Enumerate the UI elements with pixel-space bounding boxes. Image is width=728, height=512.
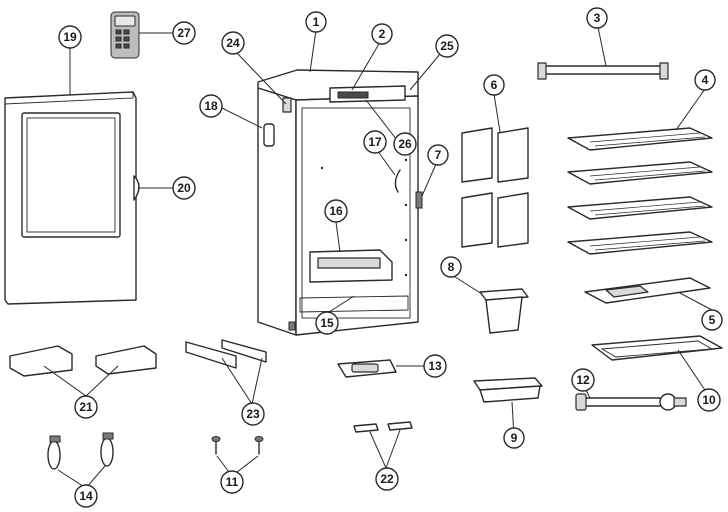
cooking-racks bbox=[567, 127, 713, 255]
callout-19-label: 19 bbox=[63, 30, 77, 44]
callout-22-label: 22 bbox=[380, 472, 394, 486]
callout-1-label: 1 bbox=[313, 15, 320, 29]
callout-10-label: 10 bbox=[702, 393, 716, 407]
callout-21: 21 bbox=[74, 395, 98, 419]
water-bowl bbox=[473, 377, 543, 403]
callout-3-label: 3 bbox=[594, 11, 601, 25]
grease-cup bbox=[479, 288, 529, 334]
callout-9-label: 9 bbox=[511, 431, 518, 445]
callout-6-label: 6 bbox=[491, 78, 498, 92]
callout-5: 5 bbox=[701, 309, 723, 331]
callout-14: 14 bbox=[74, 484, 98, 508]
callout-15: 15 bbox=[315, 311, 339, 335]
callout-13-label: 13 bbox=[428, 359, 442, 373]
door-latch bbox=[575, 393, 687, 411]
callout-17-label: 17 bbox=[368, 135, 382, 149]
drip-tray bbox=[591, 335, 723, 361]
callout-23-label: 23 bbox=[246, 407, 260, 421]
callout-22: 22 bbox=[375, 467, 399, 491]
callout-1: 1 bbox=[305, 11, 327, 33]
callout-12-label: 12 bbox=[576, 373, 590, 387]
callout-20: 20 bbox=[172, 176, 196, 200]
callout-2-label: 2 bbox=[379, 27, 386, 41]
callout-13: 13 bbox=[423, 354, 447, 378]
callout-27-label: 27 bbox=[177, 26, 191, 40]
casters bbox=[47, 432, 114, 470]
callout-4: 4 bbox=[694, 69, 716, 91]
water-pan bbox=[584, 277, 711, 304]
callout-5-label: 5 bbox=[709, 313, 716, 327]
rack-bracket bbox=[537, 62, 669, 80]
callout-16: 16 bbox=[324, 199, 348, 223]
callout-27: 27 bbox=[172, 21, 196, 45]
callout-18: 18 bbox=[199, 94, 223, 118]
callout-23: 23 bbox=[241, 402, 265, 426]
callout-7: 7 bbox=[427, 144, 449, 166]
callout-24: 24 bbox=[221, 31, 245, 55]
callout-3: 3 bbox=[586, 7, 608, 29]
callout-25: 25 bbox=[435, 34, 459, 58]
door bbox=[4, 91, 140, 305]
callout-18-label: 18 bbox=[204, 99, 218, 113]
screws bbox=[211, 436, 264, 455]
callout-19: 19 bbox=[58, 25, 82, 49]
callout-14-label: 14 bbox=[79, 489, 93, 503]
clips bbox=[353, 421, 413, 433]
legs bbox=[9, 345, 157, 377]
callout-15-label: 15 bbox=[320, 316, 334, 330]
callout-2: 2 bbox=[371, 23, 393, 45]
callout-6: 6 bbox=[483, 74, 505, 96]
chip-tray bbox=[337, 359, 397, 378]
callout-24-label: 24 bbox=[226, 36, 240, 50]
callout-10: 10 bbox=[697, 388, 721, 412]
side-brackets bbox=[185, 339, 267, 369]
callout-11-label: 11 bbox=[226, 475, 239, 489]
callout-20-label: 20 bbox=[177, 181, 191, 195]
callout-9: 9 bbox=[503, 427, 525, 449]
callout-16-label: 16 bbox=[329, 204, 343, 218]
remote-control bbox=[110, 11, 140, 59]
callout-17: 17 bbox=[363, 130, 387, 154]
callout-12: 12 bbox=[571, 368, 595, 392]
callout-7-label: 7 bbox=[435, 148, 442, 162]
callout-25-label: 25 bbox=[440, 39, 454, 53]
callout-26-label: 26 bbox=[398, 137, 412, 151]
callout-4-label: 4 bbox=[702, 73, 709, 87]
callout-21-label: 21 bbox=[79, 400, 93, 414]
smoker-cabinet bbox=[257, 69, 423, 336]
callout-8: 8 bbox=[440, 256, 462, 278]
rack-supports bbox=[461, 127, 529, 248]
callout-11: 11 bbox=[220, 470, 244, 494]
callout-26: 26 bbox=[393, 132, 417, 156]
callout-8-label: 8 bbox=[448, 260, 455, 274]
